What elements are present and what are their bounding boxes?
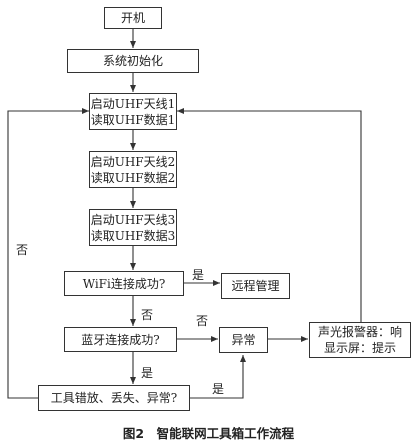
arrow-tool-to-antenna1	[7, 108, 89, 399]
bluetooth-check-box: 蓝牙连接成功?	[64, 327, 177, 352]
alarm-box: 声光报警器：响 显示屏：提示	[309, 322, 411, 358]
system-init-label: 系统初始化	[102, 54, 163, 68]
bluetooth-check-label: 蓝牙连接成功?	[81, 332, 160, 347]
wifi-check-box: WiFi连接成功?	[64, 271, 184, 296]
antenna1-read-label: 读取UHF数据1	[90, 112, 176, 127]
power-on-label: 开机	[120, 11, 145, 25]
arrow-tool-to-abnormal	[190, 355, 246, 399]
alarm-display-label: 显示屏：提示	[323, 341, 396, 355]
antenna2-box: 启动UHF天线2 读取UHF数据2	[89, 151, 177, 188]
wifi-check-label: WiFi连接成功?	[82, 276, 166, 291]
remote-management-box: 远程管理	[221, 273, 290, 299]
antenna2-read-label: 读取UHF数据2	[90, 170, 176, 185]
alarm-sound-label: 声光报警器：响	[317, 325, 402, 339]
antenna3-read-label: 读取UHF数据3	[90, 228, 176, 243]
abnormal-label: 异常	[231, 333, 256, 347]
power-on-box: 开机	[104, 7, 162, 29]
bluetooth-yes-label: 是	[141, 366, 154, 380]
tool-yes-label: 是	[212, 382, 225, 396]
bluetooth-no-label: 否	[196, 314, 209, 328]
antenna3-start-label: 启动UHF天线3	[90, 212, 176, 227]
tool-no-label: 否	[16, 243, 29, 257]
system-init-box: 系统初始化	[67, 49, 199, 73]
tool-check-box: 工具错放、丢失、异常?	[38, 385, 190, 411]
wifi-yes-label: 是	[192, 268, 205, 282]
antenna3-box: 启动UHF天线3 读取UHF数据3	[89, 209, 177, 246]
abnormal-box: 异常	[219, 327, 268, 353]
arrow-alarm-to-antenna1	[177, 108, 362, 322]
figure-caption: 图2 智能联网工具箱工作流程	[122, 426, 295, 441]
wifi-no-label: 否	[141, 308, 154, 322]
remote-management-label: 远程管理	[231, 279, 280, 293]
antenna1-start-label: 启动UHF天线1	[90, 96, 176, 111]
tool-check-label: 工具错放、丢失、异常?	[50, 391, 178, 405]
antenna1-box: 启动UHF天线1 读取UHF数据1	[89, 93, 177, 130]
antenna2-start-label: 启动UHF天线2	[90, 154, 176, 169]
